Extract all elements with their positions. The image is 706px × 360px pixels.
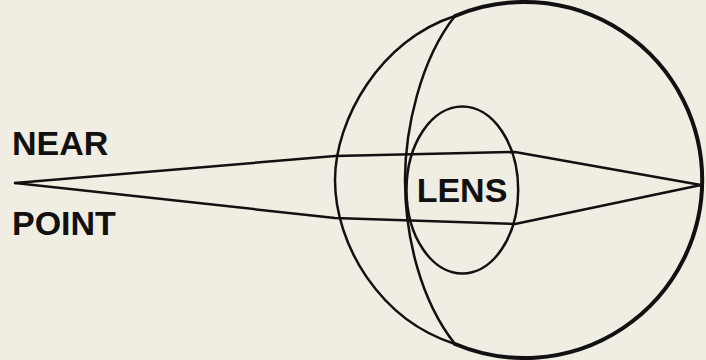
part-label: POINT — [12, 206, 116, 240]
light-ray — [15, 152, 701, 185]
light-ray — [15, 183, 701, 224]
lens-node: LENS — [405, 105, 520, 275]
lens-ellipse — [406, 107, 518, 274]
lens-label: LENS — [415, 173, 510, 207]
part-label: NEAR — [12, 126, 108, 160]
